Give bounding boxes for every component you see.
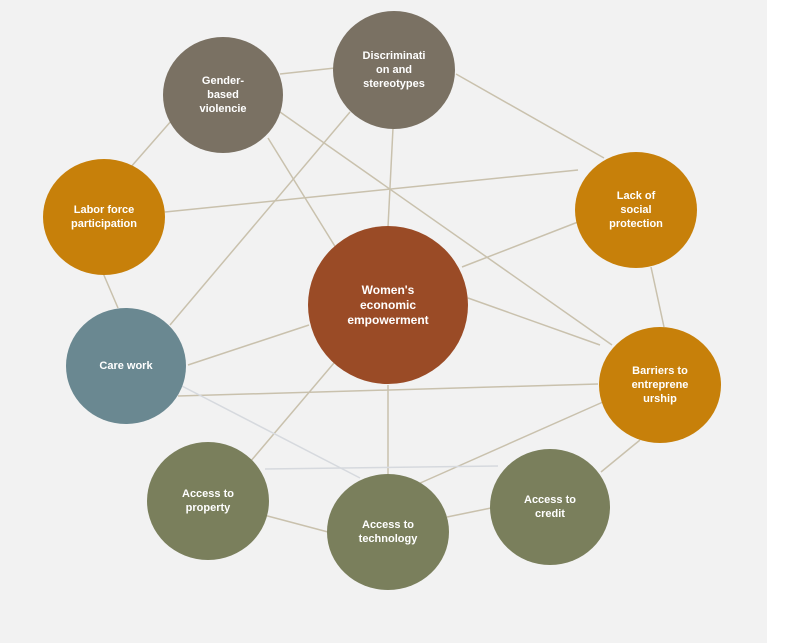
- edge-gbv-labor: [129, 119, 173, 169]
- edge-gbv-center: [267, 137, 337, 249]
- edge-discrimination-center: [387, 127, 394, 228]
- connection-lines: [102, 67, 665, 533]
- node-label: Labor force participation: [70, 204, 137, 230]
- edge-labor-carework: [102, 272, 119, 309]
- node-barriers-to-entrepreneurship[interactable]: Barriers to entreprene urship: [599, 327, 721, 443]
- node-label: Access to credit: [524, 494, 576, 520]
- edge-property-technology: [259, 513, 329, 533]
- edge-discrimination-carework: [169, 111, 351, 326]
- edge-gbv-discrimination: [279, 67, 336, 75]
- node-labor-force-participation[interactable]: Labor force participation: [43, 159, 165, 275]
- node-womens-economic-empowerment[interactable]: Women's economic empowerment: [308, 226, 468, 384]
- node-discrimination-stereotypes[interactable]: Discriminati on and stereotypes: [333, 11, 455, 129]
- node-label: Discriminati on and stereotypes: [362, 50, 426, 90]
- node-gender-based-violence[interactable]: Gender- based violencie: [163, 37, 283, 153]
- node-label: Access to technology: [358, 519, 418, 545]
- edge-carework-entrepreneurship: [177, 383, 599, 397]
- node-label: Women's economic empowerment: [347, 282, 429, 327]
- edge-entrepreneurship-credit: [600, 439, 641, 473]
- diagram-canvas: Discriminati on and stereotypes Gender- …: [0, 0, 767, 643]
- edge-social-center: [461, 221, 579, 268]
- node-label: Barriers to entreprene urship: [631, 365, 689, 405]
- edge-technology-credit: [446, 507, 492, 518]
- node-lack-of-social-protection[interactable]: Lack of social protection: [575, 152, 697, 268]
- edge-property-credit: [264, 465, 499, 470]
- edge-center-entrepreneurship: [467, 297, 601, 346]
- edge-labor-social: [164, 169, 579, 213]
- edge-center-property: [249, 349, 346, 463]
- node-access-to-technology[interactable]: Access to technology: [327, 474, 449, 590]
- node-label: Lack of social protection: [609, 190, 663, 230]
- node-label: Care work: [99, 360, 153, 372]
- edge-gbv-entrepreneurship: [279, 111, 613, 346]
- node-care-work[interactable]: Care work: [66, 308, 186, 424]
- edge-entrepreneurship-technology: [417, 397, 613, 485]
- edge-discrimination-social: [455, 73, 605, 159]
- node-access-to-property[interactable]: Access to property: [147, 442, 269, 560]
- node-access-to-credit[interactable]: Access to credit: [490, 449, 610, 565]
- edge-center-carework: [187, 324, 310, 366]
- edge-social-entrepreneurship: [650, 266, 665, 328]
- node-label: Access to property: [182, 488, 234, 514]
- node-label: Gender- based violencie: [199, 75, 247, 115]
- edge-carework-technology: [177, 383, 361, 479]
